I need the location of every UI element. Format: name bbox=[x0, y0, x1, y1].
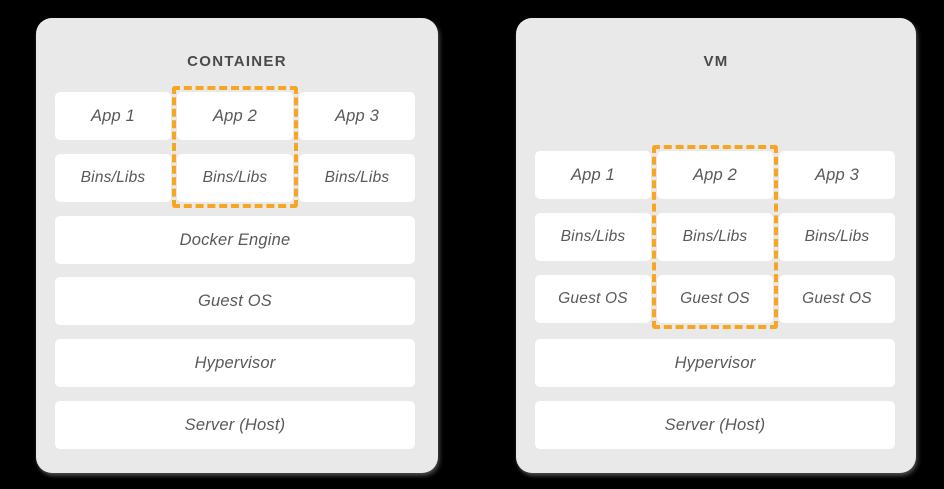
container-binslibs-2-cell: Bins/Libs bbox=[177, 154, 293, 202]
container-app-2-cell: App 2 bbox=[177, 92, 293, 140]
container-app-3-cell: App 3 bbox=[299, 92, 415, 140]
container-server-host-row: Server (Host) bbox=[55, 401, 415, 449]
vm-binslibs-2-cell: Bins/Libs bbox=[657, 213, 773, 261]
vm-app-1-cell: App 1 bbox=[535, 151, 651, 199]
container-app-1-cell: App 1 bbox=[55, 92, 171, 140]
container-guest-os-row: Guest OS bbox=[55, 277, 415, 325]
vm-guest-os-3-cell: Guest OS bbox=[779, 275, 895, 323]
panel-container: CONTAINER App 1 App 2 App 3 Bins/Libs Bi… bbox=[36, 18, 438, 473]
vm-binslibs-1-cell: Bins/Libs bbox=[535, 213, 651, 261]
vm-app-2-cell: App 2 bbox=[657, 151, 773, 199]
panel-vm-title: VM bbox=[703, 53, 729, 70]
container-binslibs-1-cell: Bins/Libs bbox=[55, 154, 171, 202]
vm-server-host-row: Server (Host) bbox=[535, 401, 895, 449]
vm-app-3-cell: App 3 bbox=[779, 151, 895, 199]
vm-hypervisor-row: Hypervisor bbox=[535, 339, 895, 387]
container-binslibs-3-cell: Bins/Libs bbox=[299, 154, 415, 202]
vm-guest-os-1-cell: Guest OS bbox=[535, 275, 651, 323]
vm-binslibs-3-cell: Bins/Libs bbox=[779, 213, 895, 261]
vm-guest-os-2-cell: Guest OS bbox=[657, 275, 773, 323]
container-hypervisor-row: Hypervisor bbox=[55, 339, 415, 387]
container-docker-engine-row: Docker Engine bbox=[55, 216, 415, 264]
panel-container-title: CONTAINER bbox=[187, 53, 287, 70]
panel-vm: VM App 1 App 2 App 3 Bins/Libs Bins/Libs… bbox=[516, 18, 916, 473]
